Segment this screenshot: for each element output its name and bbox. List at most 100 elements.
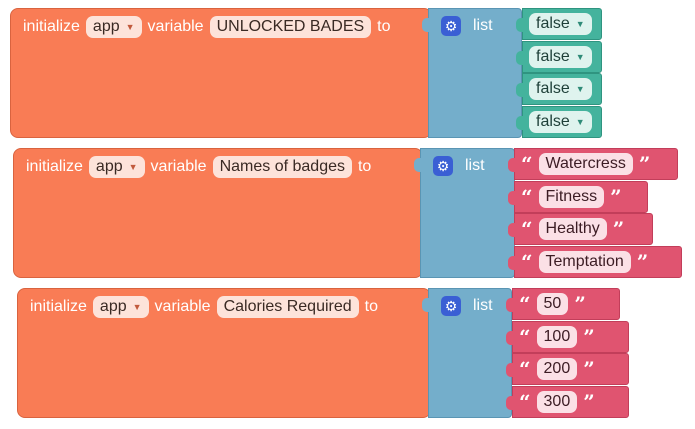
list-block[interactable]: ⚙ list [422,288,512,418]
gear-icon[interactable]: ⚙ [441,296,461,316]
input-connector [422,298,430,312]
output-connector [508,158,516,172]
boolean-value: false [536,80,570,97]
scope-value: app [99,298,127,315]
false-block[interactable]: false ▼ [516,73,602,105]
input-connector [414,158,422,172]
close-quote-icon: ” [583,390,595,414]
text-block[interactable]: “ 50 ” [506,288,620,320]
text-field[interactable]: Healthy [538,218,607,240]
input-connector [422,18,430,32]
dropdown-arrow-icon: ▼ [132,302,142,312]
open-quote-icon: “ [519,292,531,316]
output-connector [506,331,514,345]
init-global-block[interactable]: initialize app ▼ variable Names of badges… [13,148,423,278]
boolean-value: false [536,113,570,130]
dropdown-arrow-icon: ▼ [575,84,585,94]
text-field[interactable]: 300 [536,391,578,413]
output-connector [508,191,516,205]
dropdown-arrow-icon: ▼ [575,52,585,62]
output-connector [516,83,524,97]
text-field[interactable]: Fitness [538,186,605,208]
dropdown-arrow-icon: ▼ [128,162,138,172]
output-connector [506,298,514,312]
boolean-dropdown[interactable]: false ▼ [529,46,592,68]
false-block[interactable]: false ▼ [516,106,602,138]
text-block[interactable]: “ Fitness ” [508,181,648,213]
output-connector [516,51,524,65]
scope-dropdown[interactable]: app ▼ [88,156,145,178]
dropdown-arrow-icon: ▼ [575,19,585,29]
text-field[interactable]: 200 [536,358,578,380]
variable-keyword: variable [154,298,211,315]
false-block[interactable]: false ▼ [516,8,602,40]
list-label: list [473,297,493,314]
list-block[interactable]: ⚙ list [414,148,515,278]
dropdown-arrow-icon: ▼ [125,22,135,32]
open-quote-icon: “ [519,325,531,349]
output-connector [508,256,516,270]
scope-dropdown[interactable]: app ▼ [85,16,142,38]
output-connector [508,223,516,237]
output-connector [516,116,524,130]
init-global-block[interactable]: initialize app▼ variable UNLOCKED BADES … [10,8,432,138]
variable-keyword: variable [147,18,204,35]
list-block[interactable]: ⚙ list [422,8,522,138]
to-keyword: to [357,158,372,175]
close-quote-icon: ” [583,325,595,349]
gear-icon[interactable]: ⚙ [433,156,453,176]
text-block[interactable]: “ 200 ” [506,353,629,385]
list-header-row: ⚙ list [433,154,485,178]
text-field[interactable]: 100 [536,326,578,348]
initialize-keyword: initialize [23,18,80,35]
text-block[interactable]: “ Watercress ” [508,148,678,180]
scope-dropdown[interactable]: app ▼ [92,296,149,318]
text-field[interactable]: Watercress [538,153,633,175]
list-label: list [465,157,485,174]
text-block[interactable]: “ 300 ” [506,386,629,418]
open-quote-icon: “ [521,152,533,176]
text-block[interactable]: “ Temptation ” [508,246,682,278]
close-quote-icon: ” [583,357,595,381]
boolean-value: false [536,15,570,32]
list-header-row: ⚙ list [441,14,493,38]
false-block[interactable]: false ▼ [516,41,602,73]
text-block[interactable]: “ 100 ” [506,321,629,353]
open-quote-icon: “ [519,390,531,414]
gear-icon[interactable]: ⚙ [441,16,461,36]
scope-value: app [92,18,120,35]
list-label: list [473,17,493,34]
boolean-dropdown[interactable]: false ▼ [529,13,592,35]
text-block[interactable]: “ Healthy ” [508,213,653,245]
init-header-row: initialize app▼ variable UNLOCKED BADES … [23,15,391,39]
boolean-value: false [536,48,570,65]
output-connector [506,363,514,377]
open-quote-icon: “ [521,217,533,241]
to-keyword: to [364,298,378,315]
boolean-dropdown[interactable]: false ▼ [529,78,592,100]
initialize-keyword: initialize [26,158,83,175]
output-connector [516,18,524,32]
dropdown-arrow-icon: ▼ [575,117,585,127]
init-global-block[interactable]: initialize app ▼ variable Calories Requir… [17,288,431,418]
variable-name-field[interactable]: Calories Required [216,296,359,318]
open-quote-icon: “ [521,250,533,274]
variable-name-field[interactable]: Names of badges [212,156,352,178]
text-field[interactable]: Temptation [538,251,631,273]
open-quote-icon: “ [519,357,531,381]
initialize-keyword: initialize [30,298,87,315]
close-quote-icon: ” [636,250,649,274]
variable-name-field[interactable]: UNLOCKED BADES [209,16,372,38]
scope-value: app [95,158,123,175]
close-quote-icon: ” [610,185,622,209]
close-quote-icon: ” [574,292,586,316]
output-connector [506,396,514,410]
open-quote-icon: “ [521,185,533,209]
close-quote-icon: ” [612,217,625,241]
text-field[interactable]: 50 [536,293,569,315]
boolean-dropdown[interactable]: false ▼ [529,111,592,133]
init-header-row: initialize app ▼ variable Names of badges… [26,155,371,179]
init-header-row: initialize app ▼ variable Calories Requir… [30,295,378,319]
variable-keyword: variable [150,158,207,175]
to-keyword: to [377,18,391,35]
